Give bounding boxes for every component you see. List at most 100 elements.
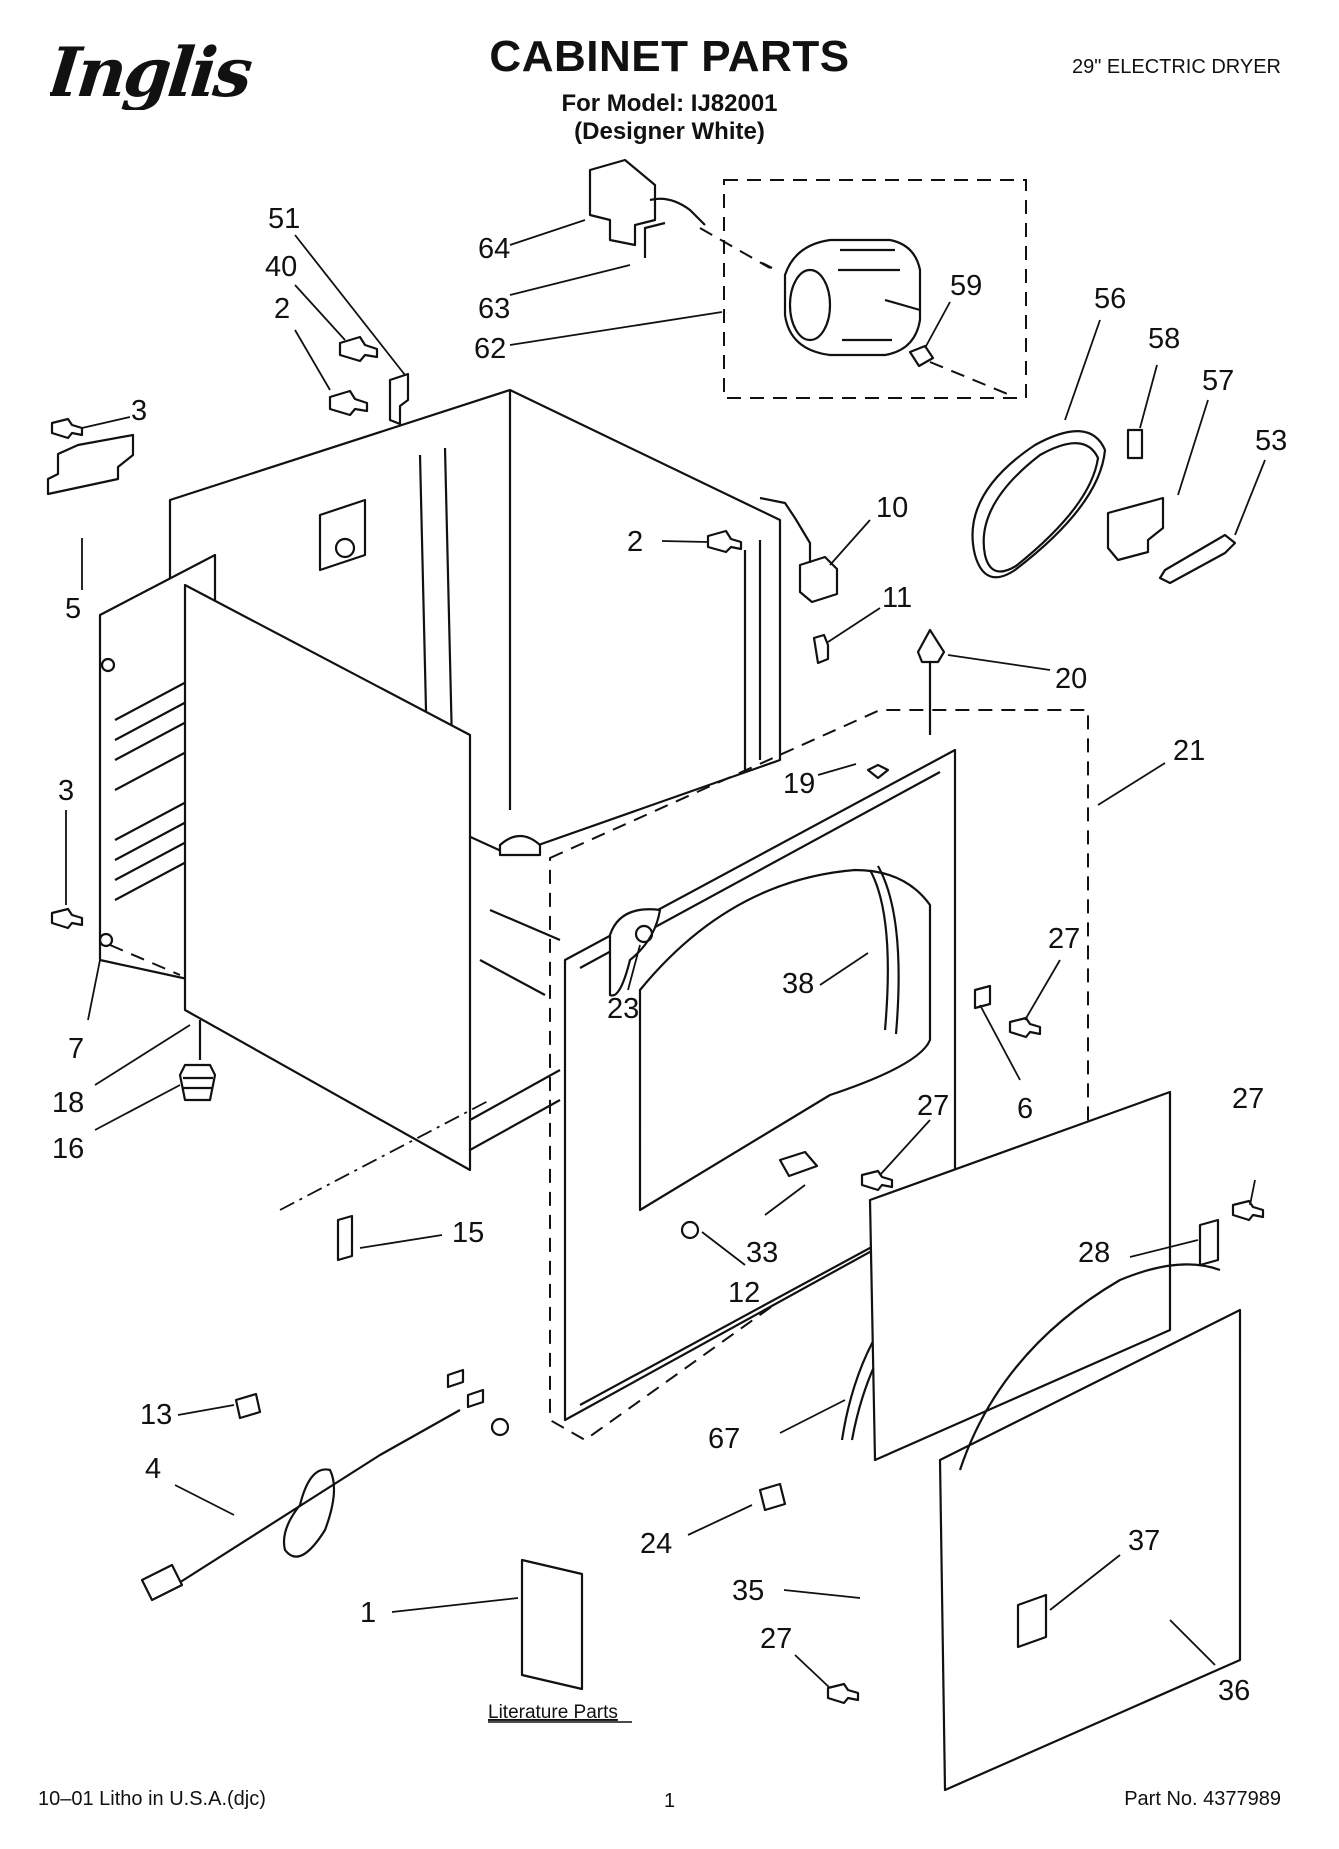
- callout-6: 6: [1017, 1093, 1033, 1125]
- callout-36: 36: [1218, 1675, 1250, 1707]
- hinge-28: [1198, 1218, 1220, 1267]
- power-cord-4: [159, 1409, 461, 1596]
- print-info: 10–01 Litho in U.S.A.(djc): [38, 1788, 266, 1810]
- leader-27-b: [879, 1119, 931, 1176]
- literature-packet: [520, 1558, 584, 1691]
- callout-67: 67: [708, 1423, 740, 1455]
- leader-51: [294, 234, 406, 376]
- leader-33: [764, 1184, 806, 1216]
- callout-5: 5: [65, 593, 81, 625]
- rear-panel-hole-2: [98, 932, 114, 948]
- callout-63: 63: [478, 293, 510, 325]
- callout-64: 64: [478, 233, 510, 265]
- callout-1: 1: [360, 1597, 376, 1629]
- page-number: 1: [663, 1790, 676, 1812]
- cabinet-body: [50, 388, 782, 1172]
- callout-13: 13: [140, 1399, 172, 1431]
- callout-53: 53: [1255, 425, 1287, 457]
- leader-56: [1064, 319, 1101, 421]
- screw-40: [338, 335, 379, 363]
- power-cord-group: [140, 1368, 510, 1602]
- latch-6: [973, 984, 992, 1010]
- plug-12: [680, 1220, 700, 1240]
- leader-12: [701, 1231, 746, 1266]
- strike-24: [758, 1482, 787, 1512]
- leader-64: [509, 219, 586, 246]
- leader-35: [783, 1589, 861, 1599]
- literature-group: [279, 1099, 584, 1691]
- power-plug: [140, 1563, 184, 1602]
- leveling-leg-16: [178, 1063, 217, 1102]
- leader-20: [947, 654, 1051, 671]
- callout-51: 51: [268, 203, 300, 235]
- door-opening: [638, 868, 932, 1212]
- leader-24: [687, 1504, 753, 1536]
- leader-1: [391, 1597, 519, 1613]
- motor-end-cap: [788, 268, 832, 342]
- callout-59: 59: [950, 270, 982, 302]
- callout-37: 37: [1128, 1525, 1160, 1557]
- rear-panel-vents: [114, 679, 191, 901]
- base-rails: [469, 908, 561, 1151]
- callout-15: 15: [452, 1217, 484, 1249]
- drive-belt-56: [971, 430, 1107, 579]
- door-assembly: [758, 1090, 1265, 1792]
- leader-57: [1177, 399, 1209, 496]
- leader-62: [509, 311, 723, 346]
- motor-clip-line: [929, 361, 1011, 396]
- callout-56: 56: [1094, 283, 1126, 315]
- door-seal-38b: [877, 865, 900, 1035]
- leader-19: [817, 763, 857, 776]
- leader-16: [94, 1084, 181, 1131]
- idler-bracket-57: [1106, 496, 1165, 562]
- brand-wordmark: Inglis: [50, 40, 255, 110]
- wire-retainer-33: [778, 1150, 819, 1178]
- screw-27-a: [1008, 1016, 1042, 1039]
- leader-lines: [65, 219, 1266, 1689]
- plug-20: [916, 628, 946, 664]
- leader-18: [94, 1024, 191, 1086]
- leader-10: [829, 519, 871, 566]
- motor-group-box: [723, 179, 1027, 399]
- screw-27-door: [826, 1682, 860, 1705]
- bracket-5: [46, 433, 135, 496]
- motor-strap-part: [643, 197, 706, 258]
- callout-3: 3: [131, 395, 147, 427]
- callout-27: 27: [1048, 923, 1080, 955]
- handle-37: [1016, 1593, 1048, 1649]
- callout-35: 35: [732, 1575, 764, 1607]
- power-cord-coil: [282, 1468, 336, 1558]
- callout-11: 11: [882, 582, 912, 614]
- switch-10: [798, 555, 839, 604]
- screw-3-bottom: [50, 907, 84, 930]
- model-color: (Designer White): [574, 118, 765, 145]
- leader-15: [359, 1234, 443, 1249]
- leader-6: [979, 1004, 1021, 1081]
- door-outer-36: [938, 1308, 1242, 1792]
- leader-38: [819, 952, 869, 986]
- idler-arm-53: [1158, 533, 1237, 585]
- screw-11: [812, 633, 830, 665]
- callout-57: 57: [1202, 365, 1234, 397]
- callout-23: 23: [607, 993, 639, 1025]
- leader-37: [1049, 1554, 1121, 1611]
- bracket-15-line: [279, 1099, 491, 1211]
- callout-4: 4: [145, 1453, 161, 1485]
- back-wall-hole: [334, 537, 356, 559]
- motor-part: [783, 238, 922, 357]
- leader-27-hinge: [1249, 1179, 1256, 1206]
- callout-20: 20: [1055, 663, 1087, 695]
- page-title: CABINET PARTS: [489, 32, 850, 81]
- cord-ring-terminal: [490, 1417, 510, 1437]
- switch-wires: [759, 496, 812, 563]
- model-number: For Model: IJ82001: [561, 90, 778, 117]
- callout-33: 33: [746, 1237, 778, 1269]
- rivet-23: [634, 924, 654, 944]
- drive-belt-inner: [982, 442, 1100, 573]
- leader-7: [87, 959, 101, 1021]
- rear-panel-hole: [100, 657, 116, 673]
- door-seal-38: [869, 869, 889, 1031]
- callout-16: 16: [52, 1133, 84, 1165]
- callout-62: 62: [474, 333, 506, 365]
